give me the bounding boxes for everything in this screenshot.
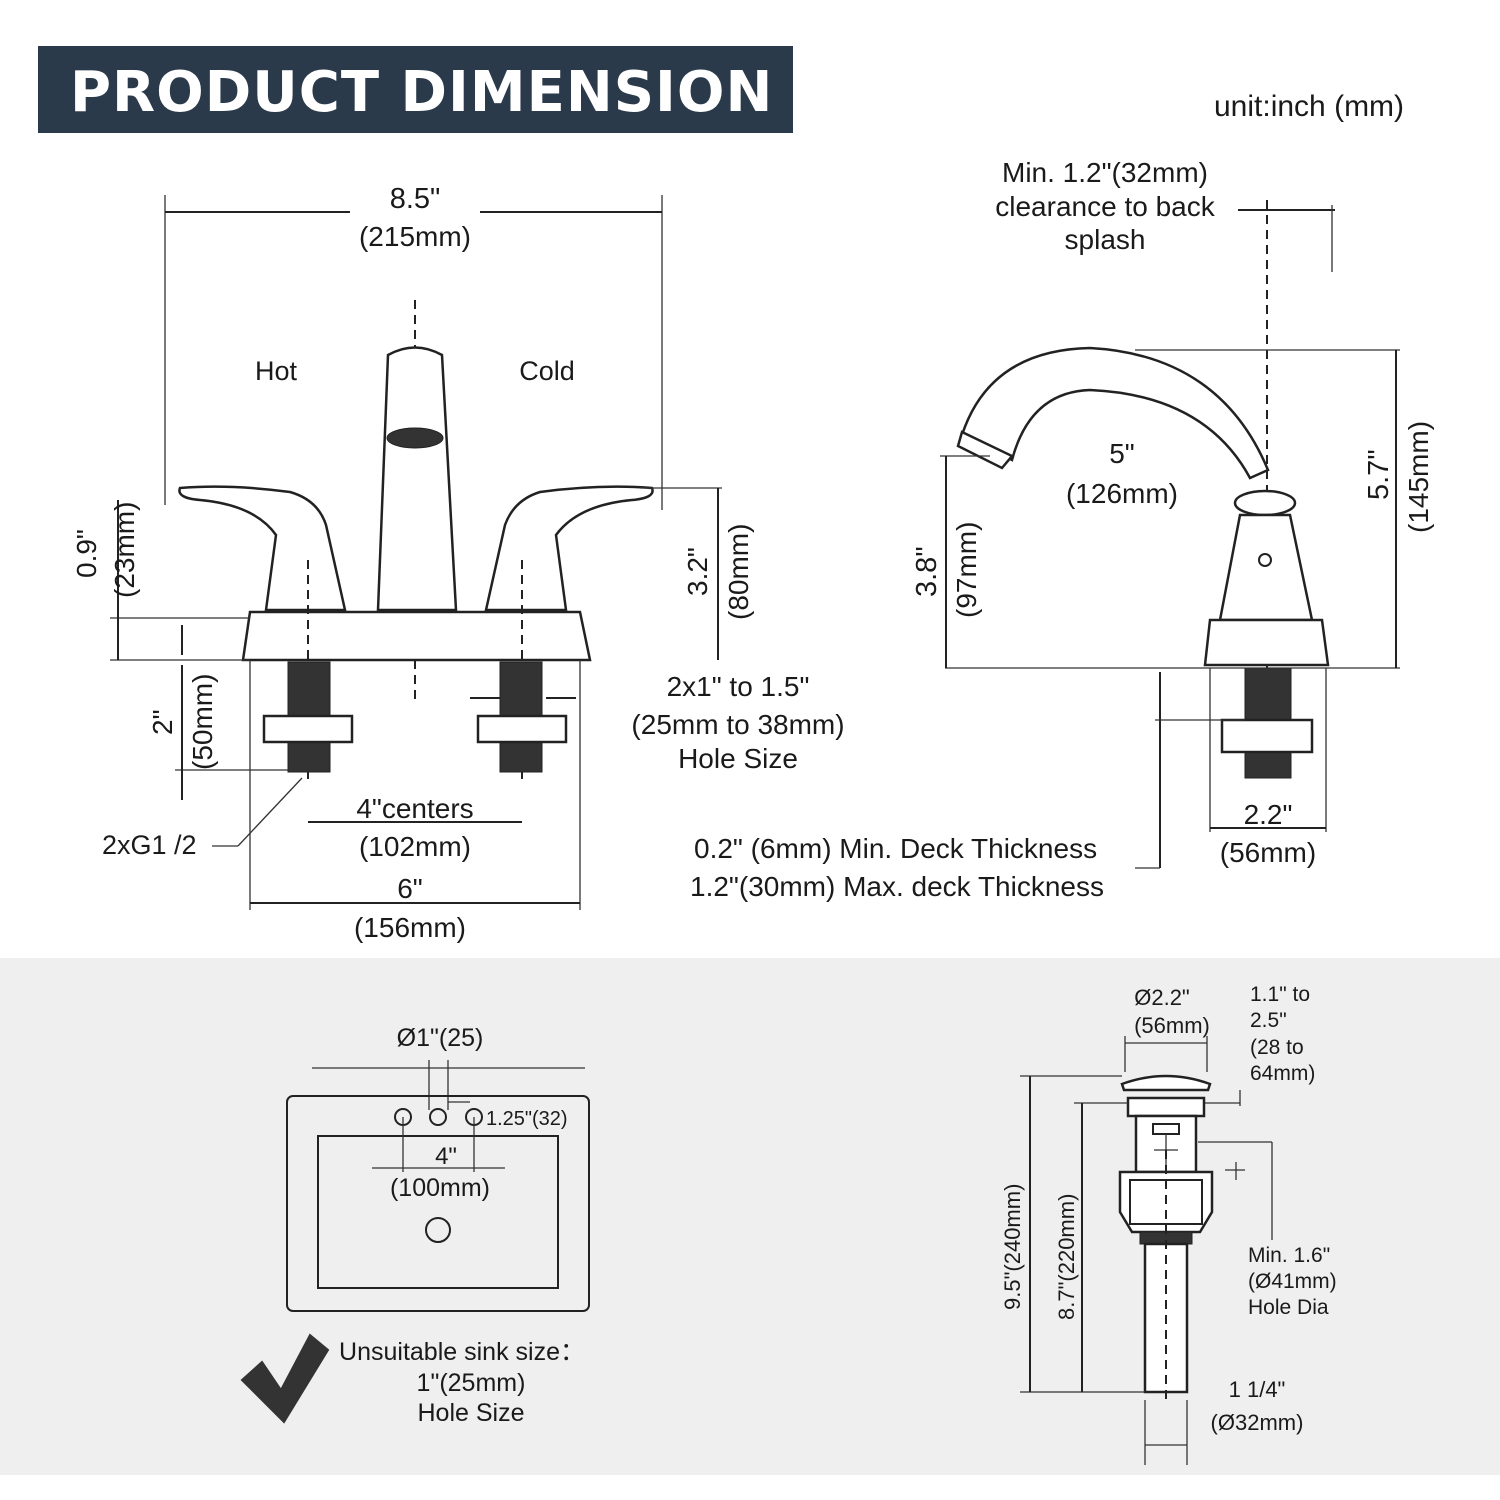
hole-dia-line3: Hole Dia xyxy=(1248,1296,1329,1319)
shank-length-in: 2" xyxy=(147,709,178,735)
spout-front xyxy=(376,346,458,612)
front-view: 8.5" (215mm) Hot Cold 0.9" (23mm) 3.2" (… xyxy=(71,183,845,943)
sink-note-line2: 1"(25mm) xyxy=(417,1369,526,1397)
sink-hole-dia: Ø1"(25) xyxy=(397,1024,484,1052)
base-height-mm: (23mm) xyxy=(109,502,140,598)
total-height-in: 5.7" xyxy=(1363,449,1395,500)
base-plate xyxy=(241,610,592,662)
side-view: Min. 1.2"(32mm) clearance to back splash… xyxy=(690,157,1434,902)
body-length: 8.7"(220mm) xyxy=(1054,1194,1079,1320)
total-height-mm: (145mm) xyxy=(1403,421,1434,533)
base-width-mm: (156mm) xyxy=(354,912,466,943)
hole-size-line3: Hole Size xyxy=(678,743,798,774)
cap-dia-in: Ø2.2" xyxy=(1134,985,1190,1010)
sink-drain-hole xyxy=(425,1217,451,1243)
thickness-line4: 64mm) xyxy=(1250,1062,1315,1085)
clearance-line2: clearance to back xyxy=(995,191,1215,222)
spout-side xyxy=(960,346,1270,480)
handle-height-in: 3.2" xyxy=(682,547,713,596)
clearance-line1: Min. 1.2"(32mm) xyxy=(1002,157,1208,188)
deck-max: 1.2"(30mm) Max. deck Thickness xyxy=(690,871,1104,902)
hot-label: Hot xyxy=(255,356,298,386)
overall-width-mm: (215mm) xyxy=(359,221,471,252)
base-depth-mm: (56mm) xyxy=(1220,837,1316,868)
overall-width-in: 8.5" xyxy=(390,183,441,215)
reach-mm: (126mm) xyxy=(1066,478,1178,509)
sink-centers-in: 4" xyxy=(435,1143,457,1170)
thread-label: 2xG1 /2 xyxy=(102,830,197,860)
cap-dia-mm: (56mm) xyxy=(1134,1013,1210,1038)
spout-height-in: 3.8" xyxy=(911,546,943,597)
centers-mm: (102mm) xyxy=(359,831,471,862)
thickness-line2: 2.5" xyxy=(1250,1009,1287,1032)
deck-min: 0.2" (6mm) Min. Deck Thickness xyxy=(694,833,1097,864)
cold-handle xyxy=(484,485,654,612)
sink-diagram: Ø1"(25) 1.25"(32) 4" (100mm) Unsuitable … xyxy=(240,1024,590,1427)
shank-length-mm: (50mm) xyxy=(187,674,218,770)
base-width-in: 6" xyxy=(397,873,423,904)
header-band: PRODUCT DIMENSION xyxy=(38,46,793,133)
tail-dia-in: 1 1/4" xyxy=(1229,1377,1286,1402)
base-depth-in: 2.2" xyxy=(1244,799,1293,830)
drain-cap xyxy=(1120,1074,1212,1092)
thickness-line1: 1.1" to xyxy=(1250,983,1310,1006)
hole-dia-line2: (Ø41mm) xyxy=(1248,1270,1337,1293)
page-title: PRODUCT DIMENSION xyxy=(70,60,774,125)
reach-in: 5" xyxy=(1109,438,1135,469)
sink-hole-spacing: 1.25"(32) xyxy=(486,1108,568,1130)
sink-note-line1: Unsuitable sink size： xyxy=(339,1338,585,1366)
deck-base-side xyxy=(1203,618,1330,667)
centers-in: 4"centers xyxy=(356,793,473,824)
cold-label: Cold xyxy=(519,356,575,386)
valve-body-side xyxy=(1218,513,1314,622)
drain-diagram: Ø2.2" (56mm) 1.1" to 2.5" (28 to 64mm) 9… xyxy=(1000,983,1337,1465)
hole-size-line2: (25mm to 38mm) xyxy=(631,709,844,740)
sink-hole-center xyxy=(429,1108,447,1126)
sink-note-line3: Hole Size xyxy=(418,1399,525,1427)
tail-dia-mm: (Ø32mm) xyxy=(1211,1410,1304,1435)
sink-basin xyxy=(317,1135,559,1289)
checkmark-icon xyxy=(240,1333,330,1424)
sink-outline xyxy=(286,1095,590,1312)
hole-size-line1: 2x1" to 1.5" xyxy=(667,671,810,702)
spout-height-mm: (97mm) xyxy=(951,522,982,618)
clearance-line3: splash xyxy=(1065,224,1146,255)
handle-height-mm: (80mm) xyxy=(723,524,754,620)
unit-label: unit:inch (mm) xyxy=(1214,90,1405,123)
base-height-in: 0.9" xyxy=(71,529,102,578)
hot-handle xyxy=(178,485,347,612)
total-length: 9.5"(240mm) xyxy=(1000,1184,1025,1310)
hole-dia-line1: Min. 1.6" xyxy=(1248,1244,1330,1267)
thickness-line3: (28 to xyxy=(1250,1036,1304,1059)
sink-centers-mm: (100mm) xyxy=(390,1174,490,1202)
